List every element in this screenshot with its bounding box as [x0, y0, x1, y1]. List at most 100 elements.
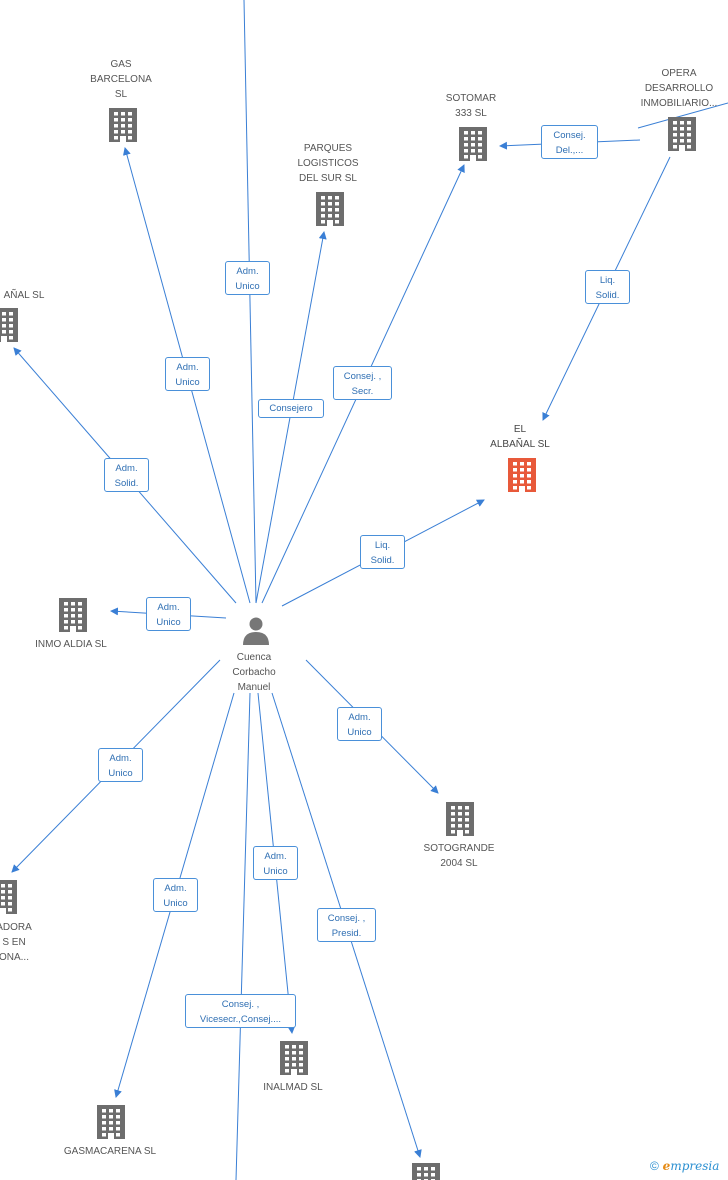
relation-text: Consej.	[553, 130, 586, 141]
relation-text: Adm.	[115, 463, 138, 474]
company-label-inalmad[interactable]: INALMAD SL	[263, 1080, 322, 1095]
company-label-el-albanal[interactable]: EL ALBAÑAL SL	[490, 422, 550, 452]
label-line: INALMAD SL	[263, 1082, 323, 1093]
relation-text: Liq.	[599, 275, 616, 286]
label-line: DEL SUR SL	[299, 173, 357, 184]
relation-text: Unico	[156, 617, 181, 628]
relation-text: Unico	[347, 727, 372, 738]
copyright-symbol: ©	[650, 1159, 659, 1173]
relation-text: Liq.	[374, 540, 391, 551]
rel-adm-unico-inalmad-box[interactable]: Adm.Unico	[253, 846, 298, 880]
relation-text: Unico	[175, 377, 200, 388]
label-line: Manuel	[237, 682, 271, 693]
bottom-node-building-icon[interactable]	[412, 1163, 440, 1180]
relation-text: Del.,...	[555, 145, 584, 156]
rel-adm-unico-gasma-box[interactable]: Adm. Unico	[153, 878, 198, 912]
relation-text: Solid.	[370, 555, 395, 566]
label-line: S EN	[2, 937, 26, 948]
relation-edge	[235, 692, 251, 1180]
relation-text: Unico	[163, 898, 188, 909]
rel-adm-unico-adora-box[interactable]: Adm. Unico	[98, 748, 143, 782]
gas-barcelona-building-icon[interactable]	[109, 108, 137, 142]
rel-adm-unico-inmo-box[interactable]: Adm. Unico	[146, 597, 191, 631]
parques-logisticos-building-icon[interactable]	[316, 192, 344, 226]
rel-consej-presid-box[interactable]: Consej. , Presid.	[317, 908, 376, 942]
rel-consej-vicesecr-box[interactable]: Consej. , Vicesecr.,Consej....	[185, 994, 296, 1028]
el-albanal-building-icon[interactable]	[508, 458, 536, 492]
label-line: SL	[114, 89, 128, 100]
company-label-inmo-aldia[interactable]: INMO ALDIA SL	[35, 637, 107, 652]
gasmacarena-building-icon[interactable]	[97, 1105, 125, 1139]
rel-adm-unico-top-box[interactable]: Adm. Unico	[225, 261, 270, 295]
company-label-sotomar[interactable]: SOTOMAR 333 SL	[446, 91, 496, 121]
relation-text: Unico	[108, 768, 133, 779]
label-line: SOTOGRANDE	[423, 843, 495, 854]
rel-liq-solid-center-box[interactable]: Liq. Solid.	[360, 535, 405, 569]
label-line: INMOBILIARIO...	[640, 98, 718, 109]
relation-text: Presid.	[331, 928, 362, 939]
rel-adm-solid-box[interactable]: Adm. Solid.	[104, 458, 149, 492]
sotogrande-building-icon[interactable]	[446, 802, 474, 836]
rel-consej-secr-box[interactable]: Consej. , Secr.	[333, 366, 392, 400]
company-label-parques-logisticos[interactable]: PARQUES LOGISTICOS DEL SUR SL	[297, 141, 358, 186]
label-line: ONA...	[0, 952, 29, 963]
company-label-anal-sl[interactable]: AÑAL SL	[4, 288, 45, 303]
label-line: BARCELONA	[90, 74, 152, 85]
relation-text: Consej. ,	[221, 999, 260, 1010]
company-label-gasmacarena[interactable]: GASMACARENA SL	[64, 1144, 156, 1159]
brand-name: mpresia	[670, 1159, 720, 1173]
inalmad-building-icon[interactable]	[280, 1041, 308, 1075]
relation-text: Consej. ,	[343, 371, 382, 382]
relation-text: Vicesecr.,Consej....	[199, 1014, 282, 1025]
label-line: EL	[513, 424, 527, 435]
company-label-opera[interactable]: OPERA DESARROLLO INMOBILIARIO...	[641, 66, 718, 111]
rel-consej-del-box[interactable]: Consej. Del.,...	[541, 125, 598, 159]
label-line: ADORA	[0, 922, 32, 933]
relation-text: Solid.	[114, 478, 139, 489]
relation-text: Adm.	[348, 712, 371, 723]
label-line: 2004 SL	[440, 858, 478, 869]
relation-text: Consejero	[269, 403, 313, 414]
relation-text: Adm.	[157, 602, 180, 613]
relation-text: Adm.	[109, 753, 132, 764]
relation-text: Unico	[263, 866, 288, 877]
label-line: Corbacho	[232, 667, 276, 678]
label-line: AÑAL SL	[3, 290, 45, 301]
label-line: DESARROLLO	[644, 83, 714, 94]
rel-adm-unico-soto-box[interactable]: Adm. Unico	[337, 707, 382, 741]
label-line: GASMACARENA SL	[63, 1146, 157, 1157]
label-line: Cuenca	[236, 652, 272, 663]
company-label-adora[interactable]: ADORA S EN ONA...	[0, 920, 32, 965]
label-line: ALBAÑAL SL	[490, 439, 550, 450]
relation-text: Consej. ,	[327, 913, 366, 924]
relation-edge	[637, 102, 728, 129]
company-label-sotogrande[interactable]: SOTOGRANDE 2004 SL	[424, 841, 495, 871]
rel-liq-solid-opera-box[interactable]: Liq. Solid.	[585, 270, 630, 304]
relation-text: Adm.	[164, 883, 187, 894]
relation-edge	[243, 0, 257, 604]
relation-text: Solid.	[595, 290, 620, 301]
rel-adm-unico-gas-box[interactable]: Adm. Unico	[165, 357, 210, 391]
relation-text: Secr.	[351, 386, 374, 397]
label-line: LOGISTICOS	[297, 158, 359, 169]
adora-building-icon[interactable]	[0, 880, 17, 914]
company-label-gas-barcelona[interactable]: GAS BARCELONA SL	[90, 57, 152, 102]
sotomar-building-icon[interactable]	[459, 127, 487, 161]
label-line: OPERA	[661, 68, 697, 79]
relation-text: Adm.	[176, 362, 199, 373]
relation-text: Unico	[235, 281, 260, 292]
inmo-aldia-building-icon[interactable]	[59, 598, 87, 632]
person-icon[interactable]	[243, 617, 269, 646]
label-line: GAS	[110, 59, 132, 70]
rel-consejero-box[interactable]: Consejero	[258, 399, 324, 418]
anal-sl-building-icon[interactable]	[0, 308, 18, 342]
opera-building-icon[interactable]	[668, 117, 696, 151]
label-line: SOTOMAR	[445, 93, 497, 104]
label-line: PARQUES	[303, 143, 353, 154]
brand-watermark: © empresia	[650, 1159, 719, 1173]
relation-text: Adm.	[236, 266, 259, 277]
label-line: 333 SL	[455, 108, 487, 119]
brand-initial: e	[662, 1159, 671, 1173]
